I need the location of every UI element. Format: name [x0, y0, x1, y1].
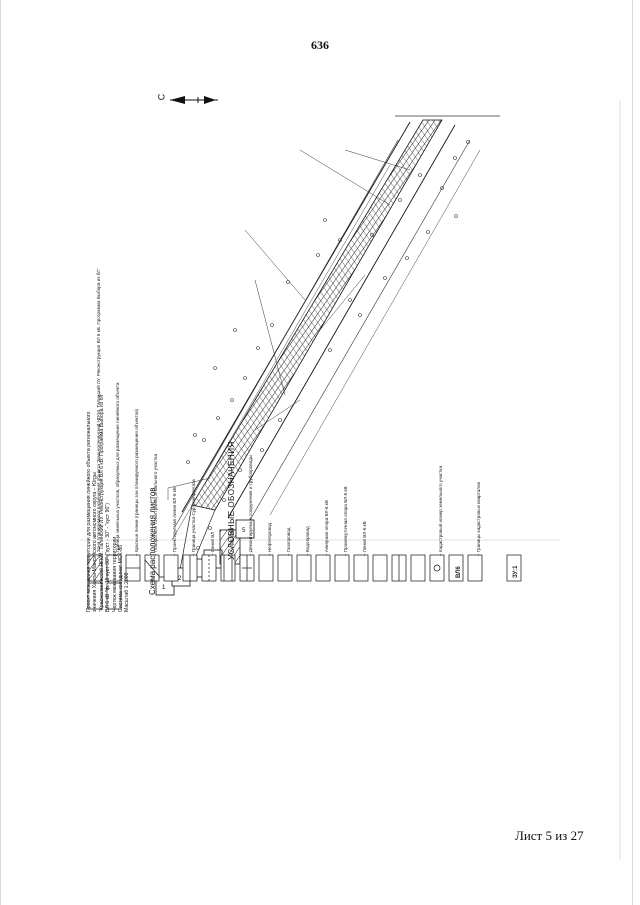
- legend-item: – Автодорога: [229, 527, 234, 556]
- legend-code-label-2: ВЛ6: [456, 566, 462, 578]
- legend-item: – Проектируемая линия ВЛ-6 кВ: [172, 487, 177, 556]
- legend-item: – Зона планируемого размещения объекта "…: [96, 268, 101, 556]
- legend-item: – Линия ВЛ-6 кВ: [362, 521, 367, 556]
- legend-item: – Кадастровый номер земельного участка: [438, 465, 443, 556]
- legend-item: – Анкерная опора ВЛ-6 кВ: [324, 500, 329, 556]
- legend-item: – Промежуточная опора ВЛ-6 кВ: [343, 486, 348, 556]
- legend-symbol-plot: [87, 582, 103, 610]
- legend-symbol-zone: [87, 554, 103, 582]
- north-arrow-icon: [170, 96, 218, 104]
- svg-text:5: 5: [242, 528, 246, 534]
- svg-text:1: 1: [162, 585, 166, 591]
- page-number: 636: [311, 38, 329, 52]
- legend-item: – Граница земельных участков, образуемых…: [115, 382, 120, 556]
- legend-item: – Нефтепровод: [267, 522, 272, 556]
- svg-text:2: 2: [178, 576, 182, 582]
- legend-item: – Красные линии (границы зон планируемог…: [134, 408, 139, 556]
- title-line: Масштаб 1:2000: [124, 572, 131, 612]
- callout-leaders: [167, 149, 411, 500]
- legend-item: – Граница участка Сургутнефтегаза: [191, 479, 196, 556]
- sheet-label: Лист 5 из 27: [515, 828, 584, 843]
- legend-item: – Демонтируемые сооружения и трубопровод…: [248, 454, 253, 556]
- title-block: Проект межевания территории для размещен…: [86, 112, 131, 612]
- survey-points: [186, 140, 470, 550]
- legend-symbols: [87, 554, 522, 610]
- legend-code-label: ЗУ:1: [513, 565, 519, 578]
- scan-edge-left: [0, 0, 1, 905]
- legend-item: – Водопровод: [305, 526, 310, 556]
- legend-item: – Линия ВЛ: [210, 531, 215, 556]
- scan-edge-right: [632, 0, 633, 905]
- corridor-zone: [171, 119, 481, 576]
- legend-item: – Границы кадастровых кварталов: [476, 482, 481, 556]
- legend-item: – Поворотные точки границ земельного уча…: [153, 453, 158, 556]
- legend-item: – Газопровод: [286, 527, 291, 556]
